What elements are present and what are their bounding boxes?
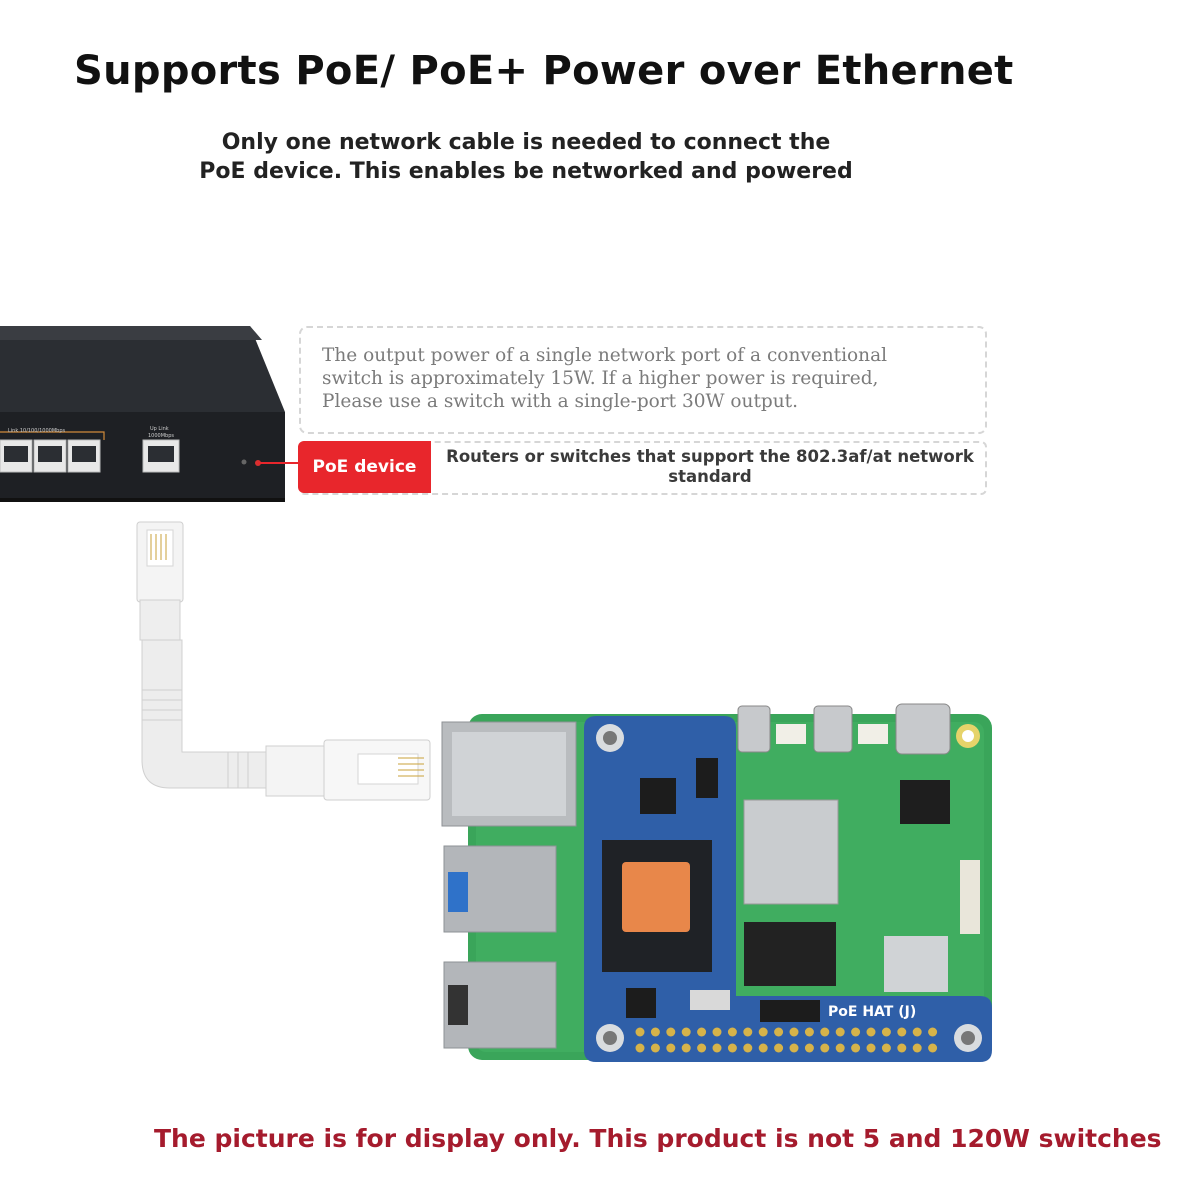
gpio-pin [804,1027,814,1037]
power-note-box [299,326,987,434]
gpio-pin [912,1043,922,1053]
gpio-pin [881,1043,891,1053]
gpio-pin [666,1027,676,1037]
board-label: PoE HAT (J) [828,1004,916,1020]
gpio-pin [774,1027,784,1037]
gpio-pin [727,1027,737,1037]
gpio-pin [712,1027,722,1037]
gpio-pin [897,1043,907,1053]
gpio-pin [851,1043,861,1053]
gpio-pin [820,1043,830,1053]
gpio-pin [635,1043,645,1053]
gpio-pin [928,1043,938,1053]
gpio-pin [681,1027,691,1037]
subtitle-line-1: Only one network cable is needed to conn… [221,130,831,155]
gpio-pin [897,1027,907,1037]
gpio-pin [712,1043,722,1053]
gpio-pin [758,1027,768,1037]
switch-port-label: Link 10/100/1000Mbps [8,428,65,434]
gpio-pin [697,1027,707,1037]
footer-disclaimer: The picture is for display only. This pr… [154,1124,1162,1153]
gpio-pin [835,1027,845,1037]
network-switch: Link 10/100/1000Mbps Up Link 1000Mbps [0,326,300,502]
gpio-pin [697,1043,707,1053]
gpio-pin [789,1027,799,1037]
page-title: Supports PoE/ PoE+ Power over Ethernet [74,48,1014,94]
power-note-text: The output power of a single network por… [322,344,962,413]
switch-uplink-label: Up Link [150,426,169,432]
gpio-pin [758,1043,768,1053]
poe-device-description: Routers or switches that support the 802… [446,447,974,486]
gpio-pin [650,1043,660,1053]
gpio-pin [820,1027,830,1037]
gpio-pin [912,1027,922,1037]
poe-device-tag: PoE device [298,441,431,493]
gpio-pin [681,1043,691,1053]
note-line-1: The output power of a single network por… [322,345,888,366]
gpio-pin [866,1043,876,1053]
switch-speed-label: 1000Mbps [148,433,174,439]
note-line-3: Please use a switch with a single-port 3… [322,391,798,412]
gpio-pin [789,1043,799,1053]
subtitle: Only one network cable is needed to conn… [196,128,856,186]
gpio-pin [851,1027,861,1037]
gpio-pin [650,1027,660,1037]
note-line-2: switch is approximately 15W. If a higher… [322,368,879,389]
gpio-pin [881,1027,891,1037]
gpio-pin [866,1027,876,1037]
gpio-header [635,1027,938,1053]
gpio-pin [743,1043,753,1053]
subtitle-line-2: PoE device. This enables be networked an… [199,159,853,184]
ethernet-cable [136,521,431,801]
gpio-pin [774,1043,784,1053]
gpio-pin [727,1043,737,1053]
gpio-pin [666,1043,676,1053]
gpio-pin [743,1027,753,1037]
gpio-pin [804,1043,814,1053]
gpio-pin [928,1027,938,1037]
gpio-pin [835,1043,845,1053]
poe-hat-board: PoE HAT (J) [584,716,992,1062]
gpio-pin [635,1027,645,1037]
